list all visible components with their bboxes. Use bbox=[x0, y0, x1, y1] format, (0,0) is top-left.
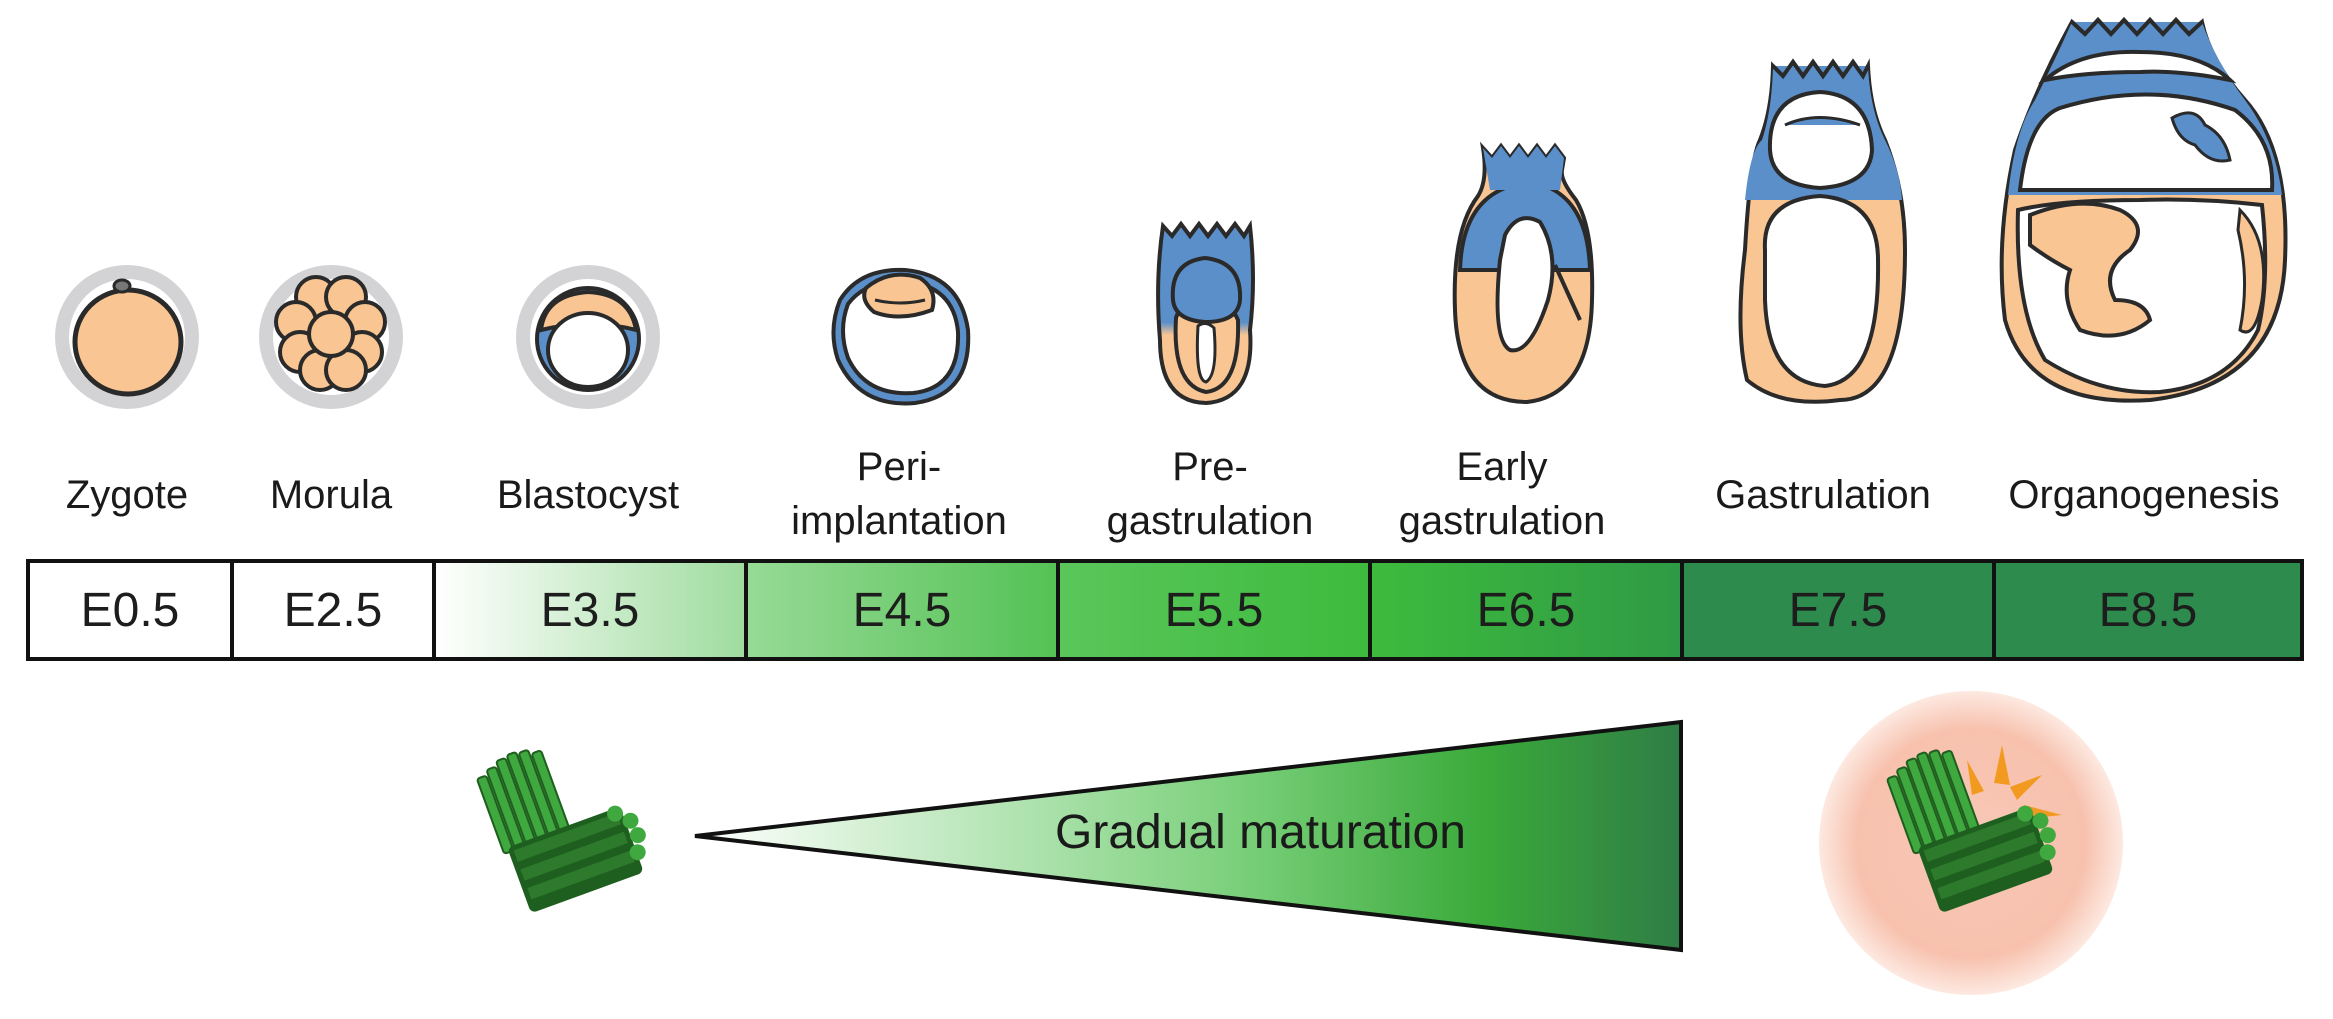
stage-label-morula: Morula bbox=[269, 473, 393, 517]
pre-gastrulation-icon bbox=[1156, 219, 1255, 406]
stage-label-blastocyst: Blastocyst bbox=[496, 473, 680, 517]
stage-label-peri-implantation: Peri- implantation bbox=[791, 445, 1007, 543]
stage-label-gastrulation: Gastrulation bbox=[1715, 473, 1931, 517]
timeline-cell-e3-5: E3.5 bbox=[436, 563, 748, 657]
timeline-cell-e7-5: E7.5 bbox=[1684, 563, 1996, 657]
morula-icon bbox=[259, 265, 403, 409]
stage-label-pre-gastrulation: Pre- gastrulation bbox=[1106, 445, 1314, 543]
timeline-cell-e4-5: E4.5 bbox=[748, 563, 1060, 657]
maturation-label: Gradual maturation bbox=[1055, 806, 1466, 859]
embryonic-day-timeline: E0.5 E2.5 E3.5 E4.5 E5.5 E6.5 E7.5 E8.5 bbox=[26, 559, 2304, 661]
timeline-cell-e8-5: E8.5 bbox=[1996, 563, 2300, 657]
peri-implantation-icon bbox=[831, 267, 971, 406]
timeline-cell-e0-5: E0.5 bbox=[30, 563, 234, 657]
stage-label-organogenesis: Organogenesis bbox=[2008, 473, 2280, 517]
organogenesis-icon bbox=[1999, 17, 2288, 403]
timeline-cell-e5-5: E5.5 bbox=[1060, 563, 1372, 657]
timeline-cell-e2-5: E2.5 bbox=[234, 563, 436, 657]
zygote-icon bbox=[55, 265, 199, 409]
stage-label-zygote: Zygote bbox=[65, 473, 189, 517]
blastocyst-icon bbox=[516, 265, 660, 409]
maturation-wedge-icon bbox=[694, 719, 1683, 953]
early-gastrulation-icon bbox=[1452, 141, 1595, 405]
activated-proteasome-complex-icon bbox=[1819, 691, 2123, 995]
proteasome-complex-icon bbox=[476, 749, 646, 912]
gastrulation-icon bbox=[1738, 58, 1908, 404]
stage-label-early-gastrulation: Early gastrulation bbox=[1398, 445, 1606, 543]
timeline-cell-e6-5: E6.5 bbox=[1372, 563, 1684, 657]
